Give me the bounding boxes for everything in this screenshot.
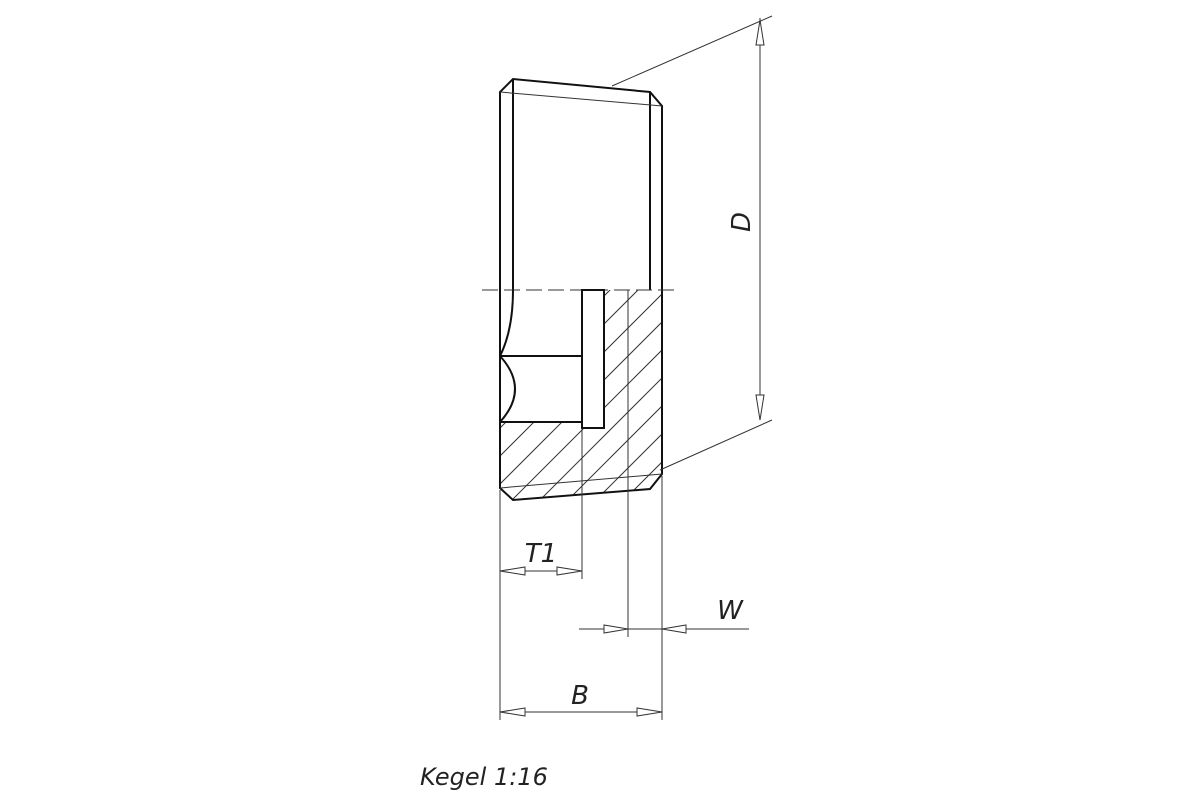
section-hatching: [240, 280, 662, 520]
slot: [581, 289, 605, 429]
bore-section: [499, 289, 605, 429]
dimension-b-label: B: [571, 681, 589, 711]
dimension-d-label: D: [727, 212, 757, 232]
hatch-line: [659, 290, 662, 500]
hatch-line: [575, 290, 662, 500]
taper-note: Kegel 1:16: [420, 763, 548, 791]
dimension-w: W: [579, 596, 749, 634]
taper-line-bottom: [659, 419, 773, 471]
dimension-w-label: W: [717, 596, 744, 626]
hatch-line: [500, 290, 509, 500]
hatch-line: [500, 290, 662, 500]
hatch-line: [547, 290, 662, 500]
dimension-d: D: [727, 18, 765, 421]
dimension-t1: T1: [499, 539, 583, 576]
taper-line-top: [611, 15, 773, 87]
hatch-line: [240, 280, 480, 520]
hatch-line: [519, 290, 662, 500]
dimension-t1-label: T1: [525, 539, 557, 569]
hatch-line: [603, 290, 662, 500]
dimension-b: B: [499, 681, 663, 717]
hatch-line: [631, 290, 662, 500]
